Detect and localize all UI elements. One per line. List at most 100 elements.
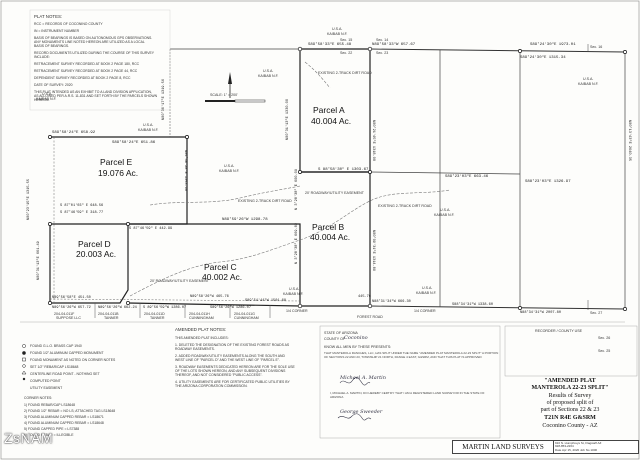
amended-note-line: 4. UTILITY EASEMENTS ARE FOR CERTIFICATE… <box>175 380 290 384</box>
cert-county: COUNTY OF <box>324 337 346 341</box>
corner-marker <box>48 222 52 226</box>
dirt-road-label: EXISTING 2-TRACK DIRT ROAD <box>378 204 432 208</box>
right-section-mid <box>369 171 521 175</box>
amended-note-line: 3. ROADWAY EASEMENTS DEDICATED HEREON AR… <box>175 365 295 369</box>
legend-line: CENTERLINE ROAD POINT - NOTHING SET <box>30 372 100 376</box>
parcel-e-name: Parcel E <box>100 157 133 167</box>
watermark: ZsNAM <box>4 430 54 446</box>
legend-line: 1) FOUND REBAR/CAP LS18648 <box>24 403 76 407</box>
amended-note-line: ROADWAY EASEMENTS. <box>175 347 215 351</box>
cert-know-all: KNOW ALL MEN BY THESE PRESENTS: <box>324 345 392 349</box>
legend-symbol <box>22 344 26 348</box>
plat-note-line: HEREON. <box>34 98 50 102</box>
amended-note-line: THIS AMENDED PLAT INCLUDES: <box>175 336 229 340</box>
owner-apn: 204-04-011B <box>98 312 119 316</box>
easement-label: 20' ROADWAY/UTILITY EASEMENT <box>305 191 364 195</box>
recorder-label: RECORDER / COUNTY USE <box>535 329 583 333</box>
amended-note-line: 2. ADDED ROADWAY/UTILITY EASEMENTS ALONG… <box>175 354 285 358</box>
right-section-bottom <box>369 305 626 310</box>
plat-note-line: AS ALLOWED PER A.R.S. 11-831 AND SET FOR… <box>34 94 158 98</box>
dirt-road-2 <box>149 185 301 206</box>
owner-name: TANNER <box>104 316 119 320</box>
dimension-label: S 87°46'59" E 318.77 <box>60 211 104 215</box>
scale-bar <box>205 99 266 103</box>
bearing-label: N89°58'33"W 657.67 <box>372 43 416 47</box>
parcel-d-name: Parcel D <box>78 239 111 249</box>
scale-label: SCALE: 1" = 200' <box>210 93 238 97</box>
parcel-b-area: 40.004 Ac. <box>310 232 351 242</box>
amended-note-line: 1. DELETED THE DESIGNATION OF THE EXISTI… <box>175 343 290 347</box>
bearing-label: N89°56'26"W 657.72 <box>52 306 91 310</box>
kaibab-label: KAIBAB N.F. <box>578 82 599 86</box>
bearing-label: N89°56'58"E 451.50 <box>52 296 91 300</box>
bearing-label: N00°09'31"E 1314.89 <box>371 230 375 271</box>
kaibab-label: KAIBAB N.F. <box>416 291 437 295</box>
legend-symbol <box>21 370 27 375</box>
dirt-road-1 <box>129 189 451 297</box>
corner-marker <box>518 49 522 53</box>
corner-marker <box>623 307 627 311</box>
dimension-label: 445.76 <box>358 295 371 299</box>
usa-label: U.S.A. <box>263 69 274 73</box>
bearing-label: S88°34'31"W 1338.60 <box>452 303 493 307</box>
legend-line: COMPUTED POINT <box>30 379 61 383</box>
parcel-b-name: Parcel B <box>312 222 345 232</box>
kaibab-label: KAIBAB N.F. <box>219 169 240 173</box>
parcel-b-boundary <box>300 171 371 307</box>
corner-marker <box>297 46 303 52</box>
amended-note-line: THE ARIZONA CORPORATION COMMISSION. <box>175 384 248 388</box>
bearing-label: N04°48'28"E 1353.60 <box>183 150 187 191</box>
kaibab-label: KAIBAB N.F. <box>434 213 455 217</box>
legend-symbol <box>22 364 26 368</box>
usa-label: U.S.A. <box>289 287 300 291</box>
owner-apn: 204-04-011F <box>54 312 75 316</box>
section-label: Sec. 27 <box>590 311 603 315</box>
section-label: Sec. 16 <box>590 45 603 49</box>
dirt-road-label: EXISTING 2-TRACK DIRT ROAD <box>238 199 292 203</box>
forest-road-label: FOREST ROAD <box>357 315 383 319</box>
corner-marker <box>298 170 302 174</box>
plat-note-line: THIS PLAT INTENDED AS AN EXHIBIT TO A LA… <box>34 90 152 94</box>
plat-note-line: RECORD DOCUMENTS UTILIZED DURING THE COU… <box>34 51 155 55</box>
section-label: Sec. 23 <box>376 51 389 55</box>
north-arrow-icon <box>228 72 232 98</box>
section-label: Sec. 14 <box>376 38 389 42</box>
cert-statement: THAT MANTEROLA RANCHES, LLC, HAS SPLIT U… <box>324 351 499 359</box>
corner-marker <box>367 46 373 52</box>
plat-line: of proposed split of <box>546 400 594 406</box>
legend-symbol <box>22 377 26 381</box>
usa-label: U.S.A. <box>332 27 343 31</box>
parcel-c-name: Parcel C <box>204 262 237 272</box>
corner-marker <box>623 50 627 54</box>
plat-notes-title: PLAT NOTES: <box>34 14 63 19</box>
bearing-label: N00°31'13"E 1330.00 <box>286 99 290 140</box>
legend-line: 2) FOUND 1/2" REBAR = NO LS; ATTACHED TA… <box>24 409 116 413</box>
corner-marker <box>48 301 52 305</box>
corner-marker <box>126 222 130 226</box>
corner-marker <box>297 303 303 309</box>
amended-note-line: OF THE LOTS SHOWN HEREON, AND ANY SUBSEQ… <box>175 369 286 373</box>
firm-name: MARTIN LAND SURVEYS <box>453 441 554 453</box>
bearing-label: S89°54'44"W 1501.68 <box>245 299 286 303</box>
plat-note-line: IN = INSTRUMENT NUMBER <box>34 29 80 33</box>
usa-label: U.S.A. <box>422 286 433 290</box>
bearing-label: N 3°28'38" E 600.09 <box>295 169 299 210</box>
recorder-frame <box>504 325 638 377</box>
parcel-a-area: 40.004 Ac. <box>311 116 352 126</box>
parcel-e-area: 19.076 Ac. <box>98 168 139 178</box>
title-block: "AMENDED PLAT MANTEROLA 22-23 SPLIT" Res… <box>505 378 635 442</box>
bearing-label: S88°23'03"E 1326.97 <box>525 180 571 184</box>
usa-label: U.S.A. <box>583 77 594 81</box>
bearing-label: S89°23'03"E 663.46 <box>445 175 489 179</box>
corner-marker <box>518 306 522 310</box>
bearing-label: N88°31'34"W 666.30 <box>372 300 411 304</box>
legend-line: 4) FOUND ALUMINUM CAPPED REBAR = LS18648 <box>24 421 104 425</box>
amended-note-line: WEST LINE OF "PARCEL D" AND THE WEST LIN… <box>175 358 280 362</box>
cert-state: STATE OF ARIZONA <box>324 331 358 335</box>
owner-apn: 204-04-011G <box>234 312 255 316</box>
bearing-label: N00°21'45"E 1318.00 <box>371 120 375 161</box>
legend-symbols <box>21 344 27 381</box>
plat-note-line: RETRACEMENT SURVEY RECORDED AT BOOK 2 PA… <box>34 69 138 73</box>
usa-label: U.S.A. <box>440 208 451 212</box>
